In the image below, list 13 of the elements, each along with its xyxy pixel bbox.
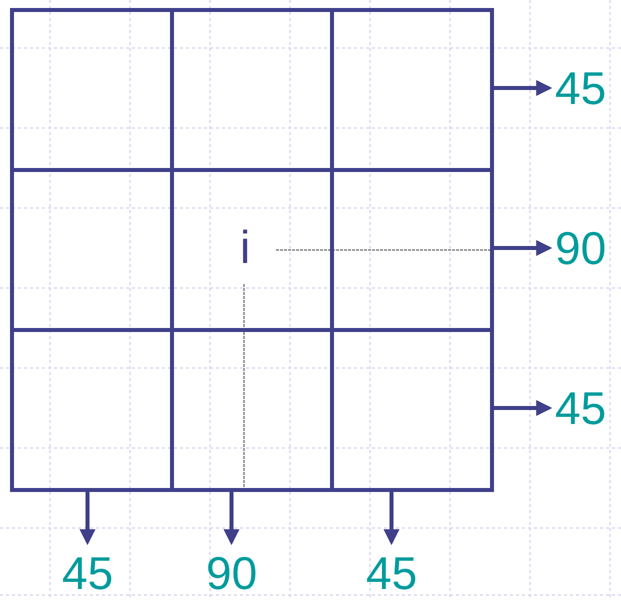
value-label: 45 — [62, 548, 114, 598]
value-label: 45 — [555, 63, 606, 113]
arrow — [492, 240, 552, 256]
value-label: 90 — [555, 223, 606, 273]
value-label: 90 — [206, 548, 258, 598]
arrow — [80, 490, 96, 546]
cell-label: i — [240, 222, 250, 272]
arrow — [384, 490, 400, 546]
arrow — [492, 80, 552, 96]
value-label: 45 — [366, 548, 418, 598]
arrow — [224, 490, 240, 546]
arrow — [492, 400, 552, 416]
value-label: 45 — [555, 383, 606, 433]
